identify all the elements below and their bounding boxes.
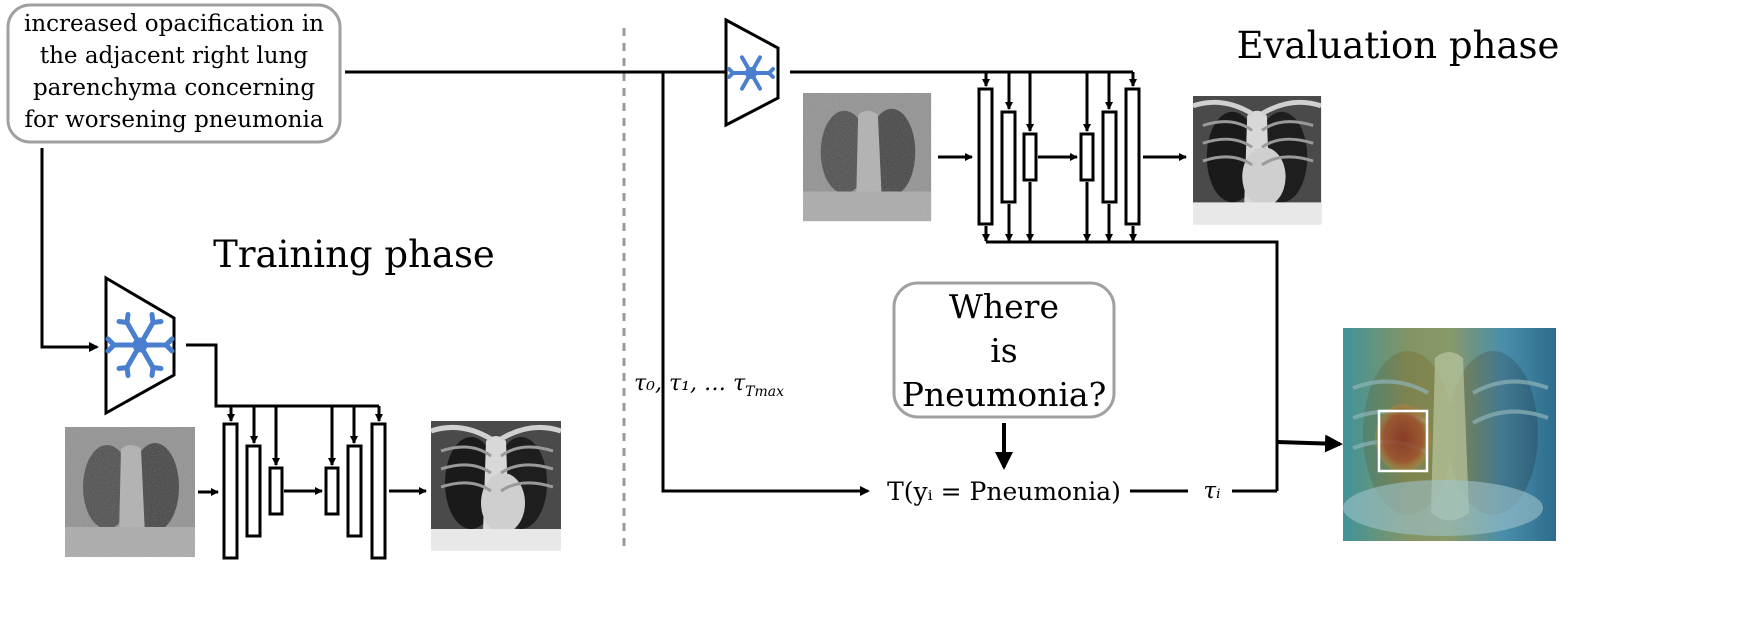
tau-i-label: τᵢ — [1203, 478, 1220, 504]
training-noisy-xray-image — [65, 427, 195, 557]
text-connections — [40, 70, 870, 496]
unet-block — [222, 422, 239, 560]
pneumonia-bounding-box — [1377, 409, 1429, 473]
unet-block — [1079, 132, 1095, 182]
unet-block — [977, 87, 994, 226]
attention-heatmap-image — [1343, 328, 1556, 541]
query-line-1: Where — [949, 287, 1059, 326]
caption-line-1: increased opacification in — [24, 11, 324, 37]
unet-block — [245, 444, 262, 538]
unet-block — [268, 466, 284, 516]
unet-block — [324, 466, 340, 516]
training-clean-xray-image — [431, 421, 561, 551]
unet-block — [1022, 132, 1038, 182]
evaluation-unet — [977, 87, 1141, 226]
training-unet — [222, 422, 387, 560]
evaluation-text-encoder — [724, 17, 780, 128]
evaluation-clean-xray-image — [1193, 96, 1321, 224]
snowflake-icon — [105, 312, 175, 378]
caption-box: increased opacification in the adjacent … — [6, 3, 342, 144]
caption-line-2: the adjacent right lung — [40, 43, 309, 69]
evaluation-noisy-xray-image — [803, 93, 931, 221]
evaluation-conditioning-bus — [790, 70, 1137, 132]
threshold-function-label: T(yᵢ = Pneumonia) — [887, 477, 1121, 506]
caption-line-4: for worsening pneumonia — [24, 107, 323, 133]
unet-block — [1000, 110, 1017, 204]
query-line-3: Pneumonia? — [902, 375, 1107, 414]
training-text-encoder — [104, 275, 176, 416]
query-line-2: is — [990, 331, 1018, 370]
unet-block — [346, 444, 363, 538]
query-box: Where is Pneumonia? — [892, 281, 1116, 419]
training-conditioning-bus — [186, 343, 383, 466]
unet-block — [1124, 87, 1141, 226]
training-phase-label: Training phase — [213, 233, 495, 276]
caption-line-3: parenchyma concerning — [33, 75, 315, 101]
snowflake-icon — [727, 55, 775, 91]
timestep-sequence-label: τ₀, τ₁, … τTmax — [634, 371, 784, 400]
unet-block — [1101, 110, 1118, 204]
attention-map-bus — [982, 182, 1343, 491]
evaluation-phase-label: Evaluation phase — [1237, 24, 1560, 67]
unet-block — [370, 422, 387, 560]
